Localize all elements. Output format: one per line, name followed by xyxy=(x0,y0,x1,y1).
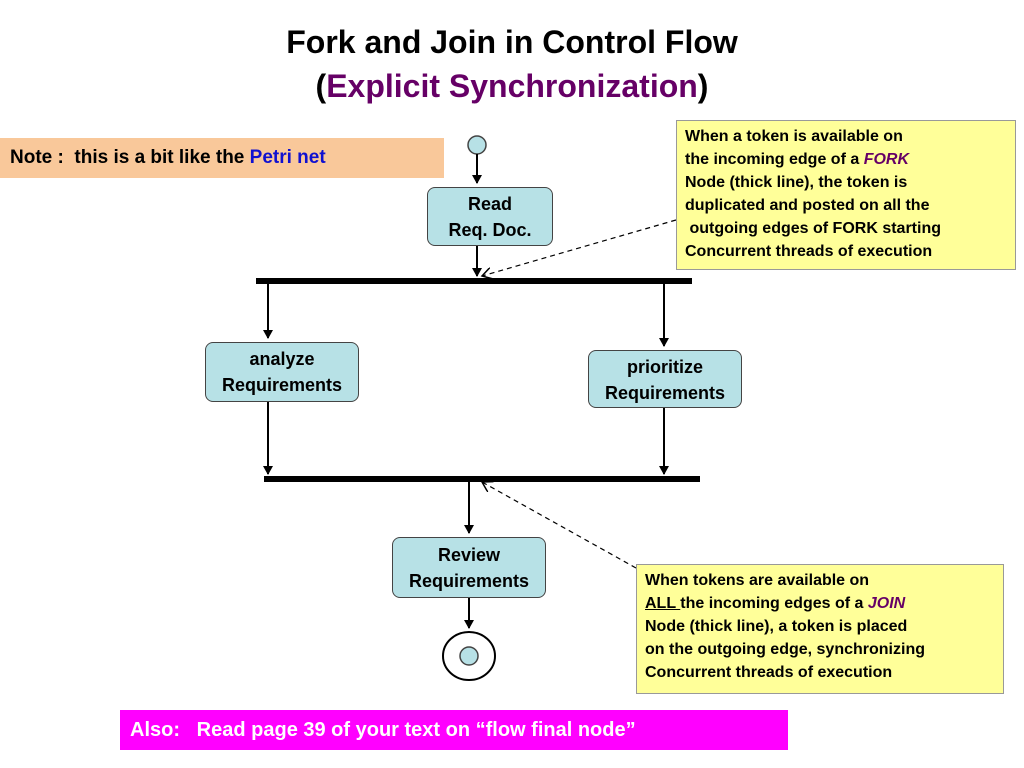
join-callout-line5: Concurrent threads of execution xyxy=(645,664,893,681)
also-note-text: Also: Read page 39 of your text on “flow… xyxy=(130,719,636,741)
read-req-doc-node: Read Req. Doc. xyxy=(427,187,553,246)
note-text: Note : this is a bit like the xyxy=(10,147,250,168)
all-keyword: ALL xyxy=(645,595,681,612)
petri-net-link-text: Petri net xyxy=(249,147,326,168)
fork-callout-line2: the incoming edge of a FORK xyxy=(685,148,1007,171)
page-subtitle: (Explicit Synchronization) xyxy=(0,68,1024,105)
join-keyword: JOIN xyxy=(867,595,906,612)
fork-callout-line6: Concurrent threads of execution xyxy=(685,243,933,260)
page-title: Fork and Join in Control Flow xyxy=(286,24,738,60)
join-callout: When tokens are available on ALL the inc… xyxy=(636,564,1004,694)
prioritize-requirements-node: prioritize Requirements xyxy=(588,350,742,408)
fork-callout-line4: duplicated and posted on all the xyxy=(685,197,930,214)
also-note-banner: Also: Read page 39 of your text on “flow… xyxy=(120,710,788,750)
join-callout-line2: ALL the incoming edges of a JOIN xyxy=(645,592,995,615)
read-node-line1: Read xyxy=(467,194,512,214)
join-bar xyxy=(264,476,700,482)
join-callout-line1: When tokens are available on xyxy=(645,572,870,589)
join-callout-line3: Node (thick line), a token is placed xyxy=(645,618,908,635)
initial-node xyxy=(467,135,487,155)
join-callout-line2-text: the incoming edges of a xyxy=(680,595,868,612)
analyze-node-line2: Requirements xyxy=(221,375,343,395)
fork-callout: When a token is available on the incomin… xyxy=(676,120,1016,270)
fork-callout-line3: Node (thick line), the token is xyxy=(685,174,908,191)
fork-callout-line5: outgoing edges of FORK starting xyxy=(685,220,941,237)
subtitle-highlight: Explicit Synchronization xyxy=(326,68,698,104)
fork-callout-line1: When a token is available on xyxy=(685,128,903,145)
join-callout-line4: on the outgoing edge, synchronizing xyxy=(645,641,925,658)
petri-net-note: Note : this is a bit like the Petri net xyxy=(0,138,444,178)
subtitle-close-paren: ) xyxy=(697,68,709,104)
fork-callout-pointer xyxy=(482,219,677,276)
read-node-line2: Req. Doc. xyxy=(448,220,532,240)
fork-keyword: FORK xyxy=(863,151,910,168)
fork-callout-line2-text: the incoming edge of a xyxy=(685,151,864,168)
subtitle-open-paren: ( xyxy=(315,68,327,104)
prioritize-node-line1: prioritize xyxy=(626,357,703,377)
join-callout-pointer xyxy=(482,482,637,569)
prioritize-node-line2: Requirements xyxy=(604,383,726,403)
fork-bar xyxy=(256,278,692,284)
analyze-requirements-node: analyze Requirements xyxy=(205,342,359,402)
analyze-node-line1: analyze xyxy=(249,349,315,369)
review-node-line2: Requirements xyxy=(408,571,530,591)
review-node-line1: Review xyxy=(437,545,501,565)
review-requirements-node: Review Requirements xyxy=(392,537,546,598)
activity-final-node-center xyxy=(459,646,479,666)
